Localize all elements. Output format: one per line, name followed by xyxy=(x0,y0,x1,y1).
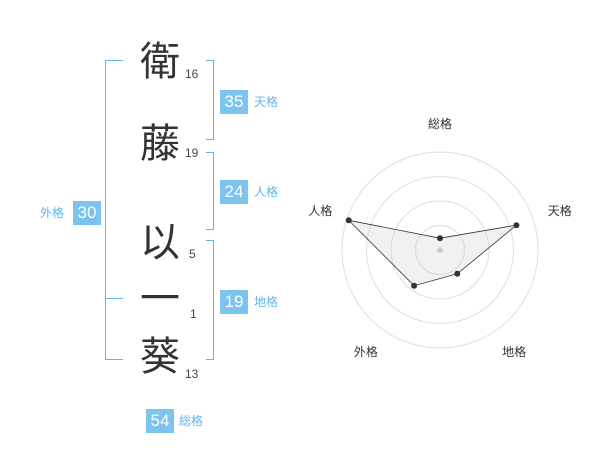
tenkaku-label: 天格 xyxy=(254,95,279,109)
gaikaku-bracket-vertical xyxy=(105,60,106,360)
stroke-count-1: 16 xyxy=(185,67,199,81)
name-char-5: 葵 xyxy=(140,334,180,380)
radar-axis-label-2: 天格 xyxy=(548,203,572,218)
jinkaku-value: 24 xyxy=(220,180,248,204)
soukaku-value: 54 xyxy=(146,409,174,433)
radar-axis-label-4: 外格 xyxy=(354,344,378,359)
gaikaku-bracket-bottom xyxy=(105,359,123,360)
gaikaku-bracket-top xyxy=(105,60,123,61)
jinkaku-label: 人格 xyxy=(254,185,279,199)
chikaku-value: 19 xyxy=(220,290,248,314)
radar-ring-1 xyxy=(415,225,465,275)
radar-axis-label-3: 地格 xyxy=(502,344,526,359)
soukaku-label: 総格 xyxy=(179,414,204,428)
stroke-count-4: 1 xyxy=(190,307,197,321)
chikaku-bracket-vertical xyxy=(213,240,214,359)
stroke-count-5: 13 xyxy=(185,367,199,381)
radar-point-1 xyxy=(437,235,443,242)
radar-point-4 xyxy=(411,282,418,289)
radar-ring-4 xyxy=(341,151,539,349)
jinkaku-bracket-bottom xyxy=(206,229,214,230)
radar-point-3 xyxy=(454,270,461,277)
radar-axis-label-1: 総格 xyxy=(428,116,452,131)
tenkaku-bracket-top xyxy=(206,60,214,61)
tenkaku-value: 35 xyxy=(220,90,248,114)
gaikaku-label: 外格 xyxy=(40,206,65,220)
gaikaku-bracket-mid xyxy=(105,298,123,299)
name-char-3: 以 xyxy=(140,220,180,266)
jinkaku-bracket-top xyxy=(206,152,214,153)
radar-center xyxy=(437,247,443,253)
radar-point-5 xyxy=(345,217,352,224)
tenkaku-bracket-bottom xyxy=(206,139,214,140)
tenkaku-bracket-vertical xyxy=(213,60,214,139)
gaikaku-value: 30 xyxy=(73,201,101,225)
chikaku-bracket-top xyxy=(206,240,214,241)
radar-axis-label-5: 人格 xyxy=(308,203,332,218)
name-char-2: 藤 xyxy=(140,121,180,167)
radar-ring-2 xyxy=(390,200,490,300)
name-char-4: 一 xyxy=(140,276,180,322)
jinkaku-bracket-vertical xyxy=(213,152,214,229)
radar-point-2 xyxy=(513,222,520,229)
chikaku-label: 地格 xyxy=(254,295,279,309)
stroke-count-3: 5 xyxy=(189,247,196,261)
radar-data-area xyxy=(347,219,518,287)
chikaku-bracket-bottom xyxy=(206,359,214,360)
stroke-count-2: 19 xyxy=(185,146,199,160)
name-char-1: 衛 xyxy=(140,39,180,85)
radar-ring-3 xyxy=(366,176,514,324)
